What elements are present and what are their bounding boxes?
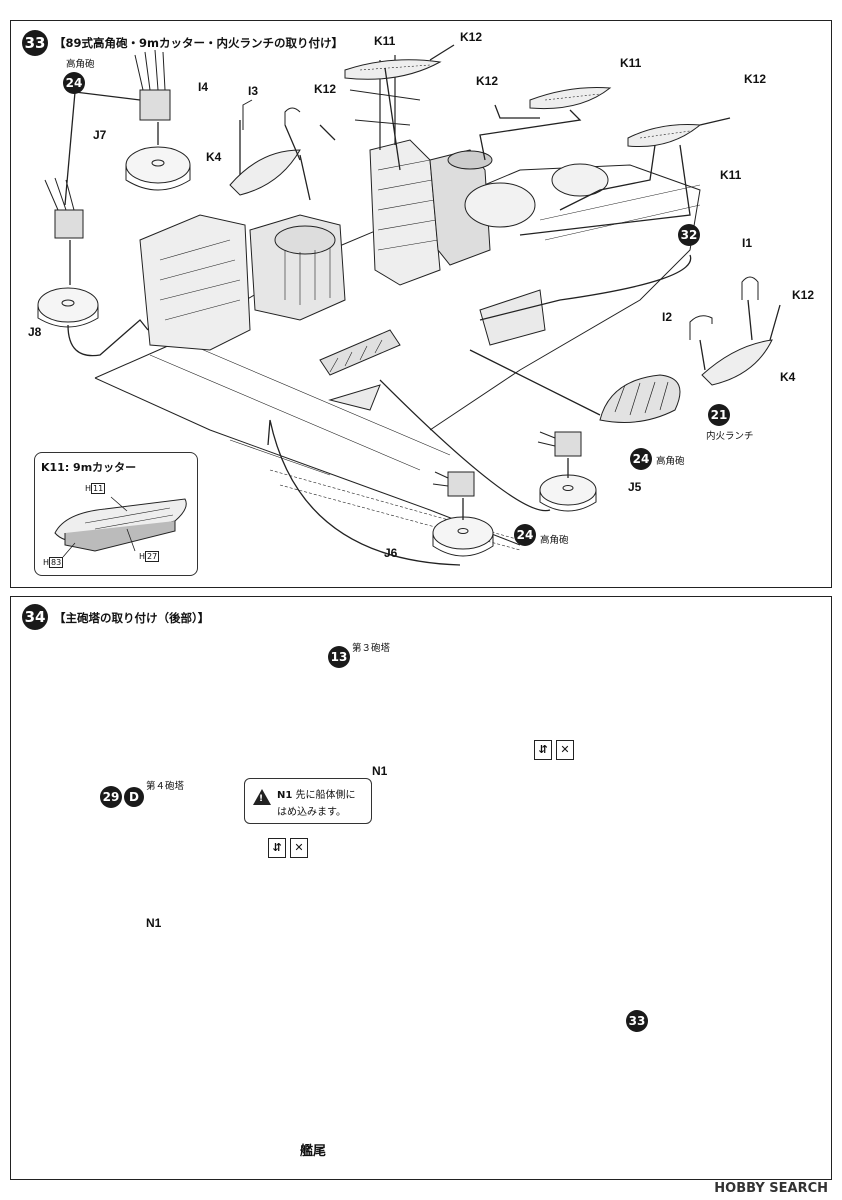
label-j7: J7 (93, 128, 107, 142)
aa-gun-top-left (134, 49, 171, 121)
step-34-panel (10, 596, 832, 1180)
label-k12: K12 (792, 288, 815, 302)
note-part: N1 (277, 790, 293, 801)
label-j5: J5 (628, 480, 642, 494)
step-34-number: 34 (22, 604, 48, 630)
note-text-2: はめ込みます。 (277, 807, 346, 818)
aa-gun-left (44, 177, 84, 239)
davit-i2 (689, 315, 713, 340)
label-turret-3: 第３砲塔 (352, 643, 391, 654)
label-k11: K11 (374, 34, 396, 48)
cutter-k11-a (344, 59, 442, 80)
step-33-title: 【89式高角砲・9mカッター・内火ランチの取り付け】 (54, 36, 343, 50)
label-j8: J8 (28, 325, 42, 339)
label-aa-gun: 高角砲 (540, 535, 569, 546)
label-turret-4: 第４砲塔 (146, 781, 185, 792)
funnel-tower (369, 139, 441, 286)
press-fit-icon: ⇵ (268, 838, 286, 858)
ref-step-29: 29 (100, 786, 122, 808)
label-i1: I1 (742, 236, 753, 250)
boat-k4-left (229, 149, 301, 196)
step-33-number: 33 (22, 30, 48, 56)
davit-i3 (284, 107, 301, 125)
mount-j5 (539, 474, 597, 512)
label-k12: K12 (460, 30, 483, 44)
label-stern: 艦尾 (300, 1143, 327, 1158)
launch-21 (599, 374, 681, 423)
warning-mark: ! (259, 794, 264, 804)
label-k11: K11 (720, 168, 742, 182)
label-launch: 内火ランチ (706, 431, 754, 442)
label-n1: N1 (146, 916, 162, 930)
no-glue-icon: ✕ (556, 740, 574, 760)
ref-step-33: 33 (626, 1010, 648, 1032)
warning-icon (253, 789, 271, 805)
label-n1: N1 (372, 764, 388, 778)
label-i4: I4 (198, 80, 209, 94)
label-k11: K11 (620, 56, 642, 70)
ref-step-24: 24 (63, 72, 85, 94)
no-glue-icon: ✕ (290, 838, 308, 858)
note-callout: ! N1 先に船体側に はめ込みます。 (244, 778, 372, 824)
davit-i4 (242, 99, 253, 130)
boat-k4-right (701, 339, 773, 386)
label-k4: K4 (780, 370, 796, 384)
mount-j7 (125, 146, 191, 191)
ref-step-13: 13 (328, 646, 350, 668)
label-aa-gun: 高角砲 (66, 59, 95, 70)
watermark: HOBBY SEARCH (714, 1181, 828, 1196)
aa-gun-bottom (432, 471, 475, 497)
label-k12: K12 (744, 72, 767, 86)
aa-gun-right (537, 431, 582, 457)
label-k12: K12 (476, 74, 499, 88)
mount-j6 (432, 516, 494, 557)
cutter-k11-b (529, 87, 612, 110)
davit-i1 (741, 276, 759, 300)
detail-title: K11: 9mカッター (41, 461, 137, 474)
cutter-detail-drawing (54, 496, 187, 558)
ref-step-21: 21 (708, 404, 730, 426)
ref-step-24: 24 (514, 524, 536, 546)
cutter-k11-c (627, 124, 702, 148)
ref-step-24: 24 (630, 448, 652, 470)
label-k4: K4 (206, 150, 222, 164)
ref-step-32: 32 (678, 224, 700, 246)
press-fit-icon: ⇵ (534, 740, 552, 760)
label-j6: J6 (384, 546, 398, 560)
mount-j8 (37, 287, 99, 328)
label-aa-gun: 高角砲 (656, 456, 685, 467)
ref-step-d: D (124, 787, 144, 807)
label-i2: I2 (662, 310, 673, 324)
funnel (429, 149, 491, 266)
bridge-tower (139, 214, 251, 351)
label-i3: I3 (248, 84, 259, 98)
step-34-title: 【主砲塔の取り付け（後部）】 (54, 611, 210, 625)
label-k12: K12 (314, 82, 337, 96)
note-text-1: 先に船体側に (295, 790, 356, 801)
